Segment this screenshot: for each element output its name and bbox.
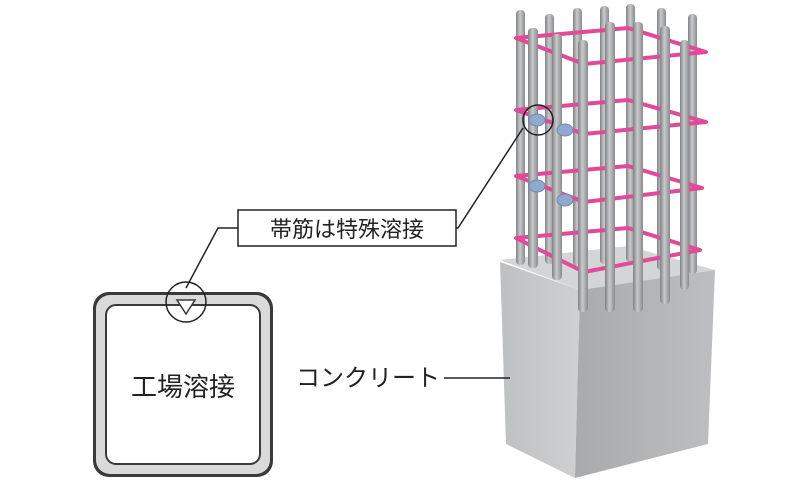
ring-weld-highlight-circle [165,281,207,323]
leader-line-ring [185,227,238,289]
weld-point [528,179,546,193]
rebar [660,26,670,304]
weld-points [528,113,574,207]
rebar [578,40,588,312]
hoop-weld-label-box [237,209,457,247]
concrete-front-face [500,262,580,478]
rebar [528,28,538,268]
hoop-cross-section: 工場溶接 [93,281,273,477]
concrete-label: コンクリート [296,364,440,392]
weld-point [556,123,574,137]
hoop-weld-label: 帯筋は特殊溶接 [270,218,424,243]
rebar [545,14,554,264]
weld-highlight-circle [522,104,554,136]
factory-weld-label: 工場溶接 [131,373,235,403]
concrete-side-face [575,270,715,478]
rebar [680,40,689,290]
rebar [688,14,697,274]
rebar [552,34,562,280]
rebar [516,10,525,265]
rebar [605,22,615,312]
rebar [633,22,643,312]
weld-triangle [175,299,197,316]
weld-point [528,113,546,127]
weld-point [556,193,574,207]
leader-line-column [456,127,524,229]
rebar-front-group [528,22,689,312]
